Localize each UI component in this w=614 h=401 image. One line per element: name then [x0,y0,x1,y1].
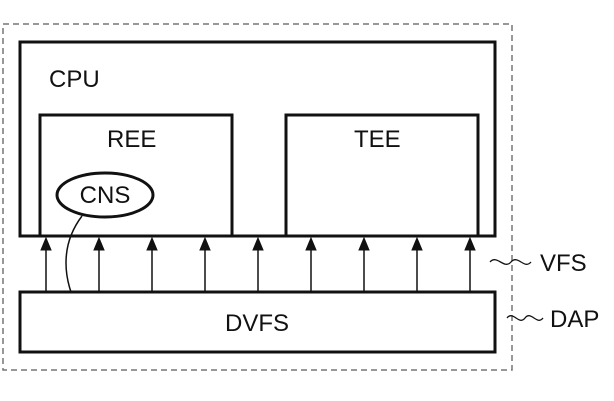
tee-label: TEE [354,126,401,153]
ree-label: REE [107,126,156,153]
vfs-arrowhead-3 [146,236,158,251]
dvfs-block [18,290,497,354]
vfs-arrowhead-7 [358,236,370,251]
vfs-arrowhead-1 [40,236,52,251]
tee-block [284,113,480,238]
vfs-arrowhead-2 [93,236,105,251]
dap-boundary [2,23,513,371]
ree-block [38,113,234,238]
vfs-arrowhead-6 [305,236,317,251]
cns-label: CNS [80,182,131,209]
dap-leader-line [506,315,544,321]
vfs-leader-line [489,259,532,265]
vfs-label: VFS [540,250,587,277]
vfs-arrows [40,236,476,292]
cpu-label: CPU [49,66,100,93]
dap-label: DAP [550,306,599,333]
cns-ellipse [55,171,155,219]
vfs-arrowhead-9 [464,236,476,251]
vfs-arrowhead-5 [252,236,264,251]
dvfs-label: DVFS [225,310,289,337]
vfs-arrowhead-8 [411,236,423,251]
vfs-arrowhead-4 [199,236,211,251]
